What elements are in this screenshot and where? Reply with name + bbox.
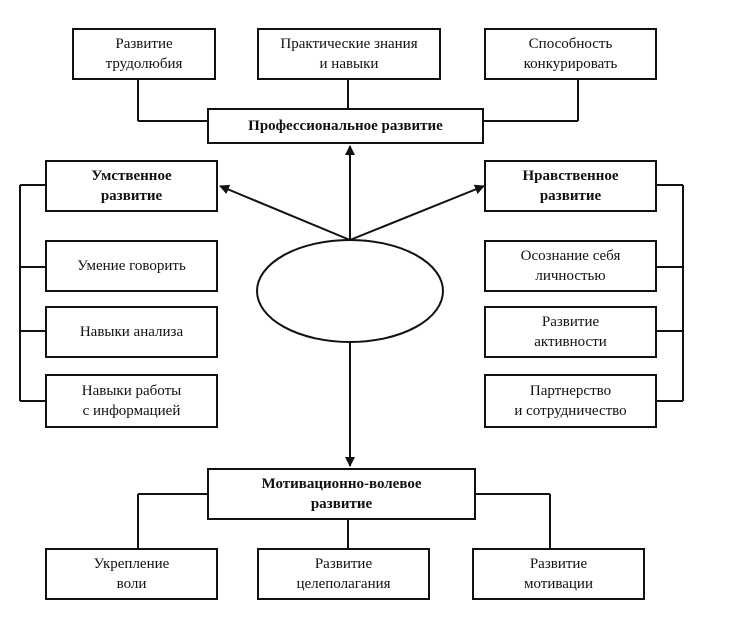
left-box-3-label: Навыки работы с информацией	[81, 383, 182, 419]
professional-box: Профессиональное развитие	[207, 108, 484, 144]
left-box-1-label: Умение говорить	[77, 258, 186, 274]
arrow-to-moral	[349, 184, 485, 241]
top-box-3-label: Способность конкурировать	[523, 36, 618, 72]
motivational-label: Мотивационно-волевое развитие	[261, 476, 422, 512]
right-box-2: Развитие активности	[484, 306, 657, 358]
right-box-3-label: Партнерство и сотрудничество	[514, 383, 627, 419]
bottom-box-2: Развитие целеполагания	[257, 548, 430, 600]
right-box-2-label: Развитие активности	[534, 314, 607, 350]
bottom-box-3: Развитие мотивации	[472, 548, 645, 600]
top-box-2-label: Практические знания и навыки	[280, 36, 418, 72]
left-box-2: Навыки анализа	[45, 306, 218, 358]
bottom-box-1-label: Укрепление воли	[93, 556, 170, 592]
moral-box: Нравственное развитие	[484, 160, 657, 212]
left-box-1: Умение говорить	[45, 240, 218, 292]
right-box-1: Осознание себя личностью	[484, 240, 657, 292]
center-ellipse	[256, 239, 444, 343]
right-box-3: Партнерство и сотрудничество	[484, 374, 657, 428]
left-box-3: Навыки работы с информацией	[45, 374, 218, 428]
moral-label: Нравственное развитие	[522, 168, 619, 204]
right-box-1-label: Осознание себя личностью	[520, 248, 621, 284]
top-box-1: Развитие трудолюбия	[72, 28, 216, 80]
mental-label: Умственное развитие	[91, 168, 172, 204]
bottom-box-2-label: Развитие целеполагания	[296, 556, 391, 592]
top-box-3: Способность конкурировать	[484, 28, 657, 80]
left-box-2-label: Навыки анализа	[79, 324, 184, 340]
motivational-box: Мотивационно-волевое развитие	[207, 468, 476, 520]
professional-label: Профессиональное развитие	[248, 118, 443, 134]
bottom-box-1: Укрепление воли	[45, 548, 218, 600]
bottom-box-3-label: Развитие мотивации	[523, 556, 593, 592]
arrow-to-mental	[219, 184, 351, 241]
mental-box: Умственное развитие	[45, 160, 218, 212]
top-box-2: Практические знания и навыки	[257, 28, 441, 80]
top-box-1-label: Развитие трудолюбия	[105, 36, 183, 72]
